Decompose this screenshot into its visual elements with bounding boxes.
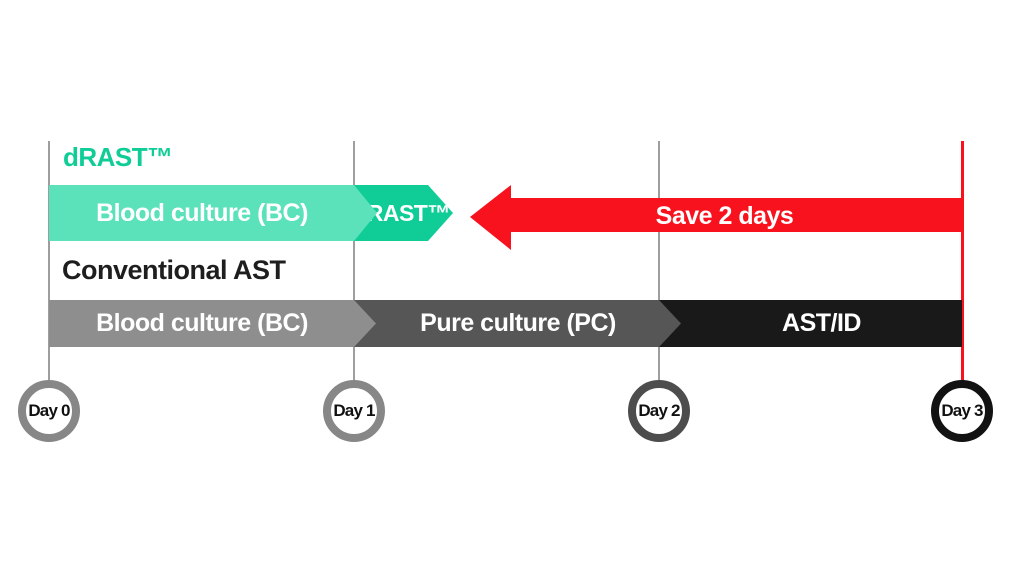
- day2-gridline: [658, 141, 660, 381]
- conventional-ast-id-bar: AST/ID: [659, 300, 962, 347]
- save-2-days-label: Save 2 days: [655, 201, 794, 230]
- day0-label: Day 0: [28, 401, 70, 420]
- drast-blood-culture-bar: Blood culture (BC): [49, 185, 377, 241]
- conventional-blood-culture-bar: Blood culture (BC): [49, 300, 377, 347]
- day3-label: Day 3: [941, 401, 983, 420]
- conventional-blood-culture-label: Blood culture (BC): [96, 309, 308, 337]
- day0-gridline: [48, 141, 50, 381]
- conventional-ast-id-label: AST/ID: [782, 309, 861, 337]
- conventional-pure-culture-label: Pure culture (PC): [420, 309, 616, 337]
- day1-marker: Day 1: [323, 380, 385, 442]
- day1-gridline: [353, 141, 355, 381]
- day2-marker: Day 2: [628, 380, 690, 442]
- day2-label: Day 2: [638, 401, 680, 420]
- drast-blood-culture-label: Blood culture (BC): [96, 198, 308, 227]
- drast-row-title: dRAST™: [63, 142, 173, 172]
- day3-marker: Day 3: [931, 380, 993, 442]
- conventional-row-title: Conventional AST: [62, 255, 286, 285]
- day1-label: Day 1: [333, 401, 375, 420]
- day3-gridline-red: [961, 141, 964, 381]
- conventional-pure-culture-bar: Pure culture (PC): [354, 300, 682, 347]
- save-2-days-arrow: Save 2 days: [470, 185, 963, 250]
- day0-marker: Day 0: [18, 380, 80, 442]
